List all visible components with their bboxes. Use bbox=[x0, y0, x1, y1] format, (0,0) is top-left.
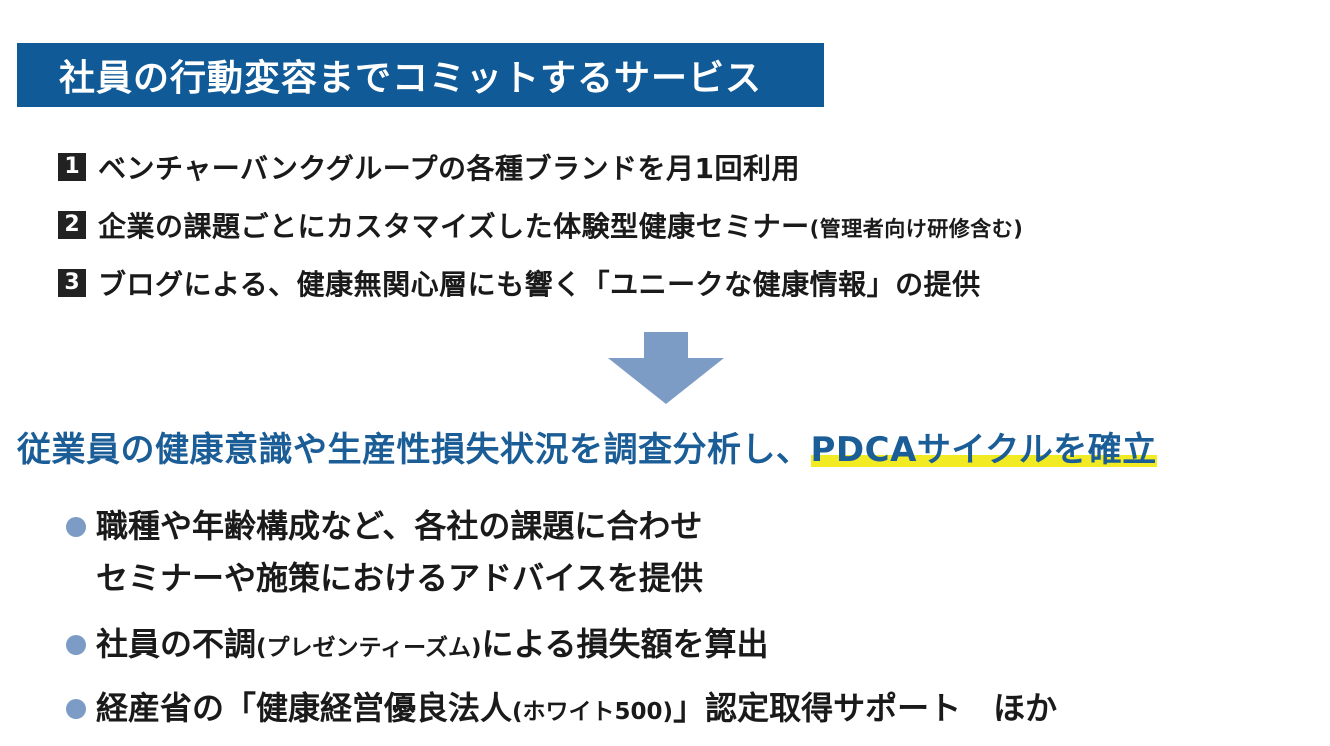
bullet-note: (ホワイト500) bbox=[512, 699, 674, 725]
bullet-item-3: 経産省の「健康経営優良法人(ホワイト500)」認定取得サポート ほか bbox=[66, 682, 1057, 738]
bullet-text: 社員の不調 bbox=[96, 625, 257, 663]
numbered-item-main: 企業の課題ごとにカスタマイズした体験型健康セミナー bbox=[98, 210, 810, 243]
down-arrow-icon bbox=[608, 332, 724, 404]
bullet-line: セミナーや施策におけるアドバイスを提供 bbox=[96, 559, 704, 597]
number-badge-2: 2 bbox=[58, 211, 86, 239]
bullet-list: 職種や年齢構成など、各社の課題に合わせ セミナーや施策におけるアドバイスを提供 … bbox=[66, 500, 1057, 738]
numbered-item-3: 3 ブログによる、健康無関心層にも響く「ユニークな健康情報」の提供 bbox=[58, 254, 1023, 312]
numbered-item-text: ブログによる、健康無関心層にも響く「ユニークな健康情報」の提供 bbox=[98, 268, 981, 301]
bullet-text: による損失額を算出 bbox=[481, 625, 769, 663]
bullet-text: 経産省の「健康経営優良法人 bbox=[96, 689, 513, 727]
numbered-item-note: (管理者向け研修含む) bbox=[809, 217, 1024, 241]
numbered-item-text: ベンチャーバンクグループの各種ブランドを月1回利用 bbox=[98, 152, 801, 185]
numbered-item-1: 1 ベンチャーバンクグループの各種ブランドを月1回利用 bbox=[58, 138, 1023, 196]
headline-highlight: PDCAサイクルを確立 bbox=[810, 430, 1157, 470]
bullet-note: (プレゼンティーズム) bbox=[256, 635, 482, 661]
numbered-item-2: 2 企業の課題ごとにカスタマイズした体験型健康セミナー(管理者向け研修含む) bbox=[58, 196, 1023, 254]
bullet-dot-icon bbox=[66, 517, 86, 537]
numbered-item-text: 企業の課題ごとにカスタマイズした体験型健康セミナー(管理者向け研修含む) bbox=[98, 205, 1023, 245]
section-header-bar: 社員の行動変容までコミットするサービス bbox=[17, 43, 824, 107]
headline: 従業員の健康意識や生産性損失状況を調査分析し、PDCAサイクルを確立 bbox=[17, 422, 1157, 471]
bullet-text: 」認定取得サポート ほか bbox=[673, 689, 1058, 727]
number-badge-3: 3 bbox=[58, 269, 86, 297]
section-title: 社員の行動変容までコミットするサービス bbox=[59, 58, 763, 99]
numbered-list: 1 ベンチャーバンクグループの各種ブランドを月1回利用 2 企業の課題ごとにカス… bbox=[58, 138, 1023, 312]
number-badge-1: 1 bbox=[58, 153, 86, 181]
bullet-dot-icon bbox=[66, 635, 86, 655]
bullet-line: 職種や年齢構成など、各社の課題に合わせ bbox=[96, 507, 703, 545]
headline-main: 従業員の健康意識や生産性損失状況を調査分析し、 bbox=[17, 430, 811, 470]
bullet-dot-icon bbox=[66, 699, 86, 719]
bullet-item-2: 社員の不調(プレゼンティーズム)による損失額を算出 bbox=[66, 618, 1057, 674]
bullet-item-1: 職種や年齢構成など、各社の課題に合わせ セミナーや施策におけるアドバイスを提供 bbox=[66, 500, 1057, 604]
